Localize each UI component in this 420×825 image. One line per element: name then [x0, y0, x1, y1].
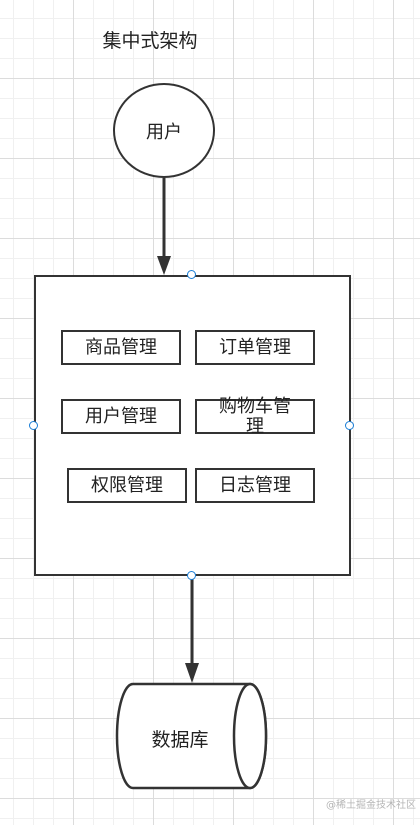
database-cylinder[interactable]	[115, 682, 268, 790]
module-user-management[interactable]: 用户管理	[61, 399, 181, 434]
database-label: 数据库	[151, 729, 209, 751]
connection-handle-bottom[interactable]	[187, 571, 196, 580]
module-permission-management[interactable]: 权限管理	[67, 468, 187, 503]
diagram-title: 集中式架构	[102, 30, 198, 52]
arrow-system-to-database[interactable]	[185, 576, 199, 683]
module-log-management[interactable]: 日志管理	[195, 468, 315, 503]
connection-handle-top[interactable]	[187, 270, 196, 279]
user-node-label: 用户	[146, 121, 182, 143]
module-cart-management[interactable]: 购物车管理	[195, 396, 315, 436]
module-product-management[interactable]: 商品管理	[61, 330, 181, 365]
arrow-user-to-system[interactable]	[157, 178, 171, 275]
module-order-management[interactable]: 订单管理	[195, 330, 315, 365]
watermark-text: @稀土掘金技术社区	[326, 800, 416, 811]
connection-handle-left[interactable]	[29, 421, 38, 430]
user-node[interactable]: 用户	[113, 83, 215, 178]
connection-handle-right[interactable]	[345, 421, 354, 430]
